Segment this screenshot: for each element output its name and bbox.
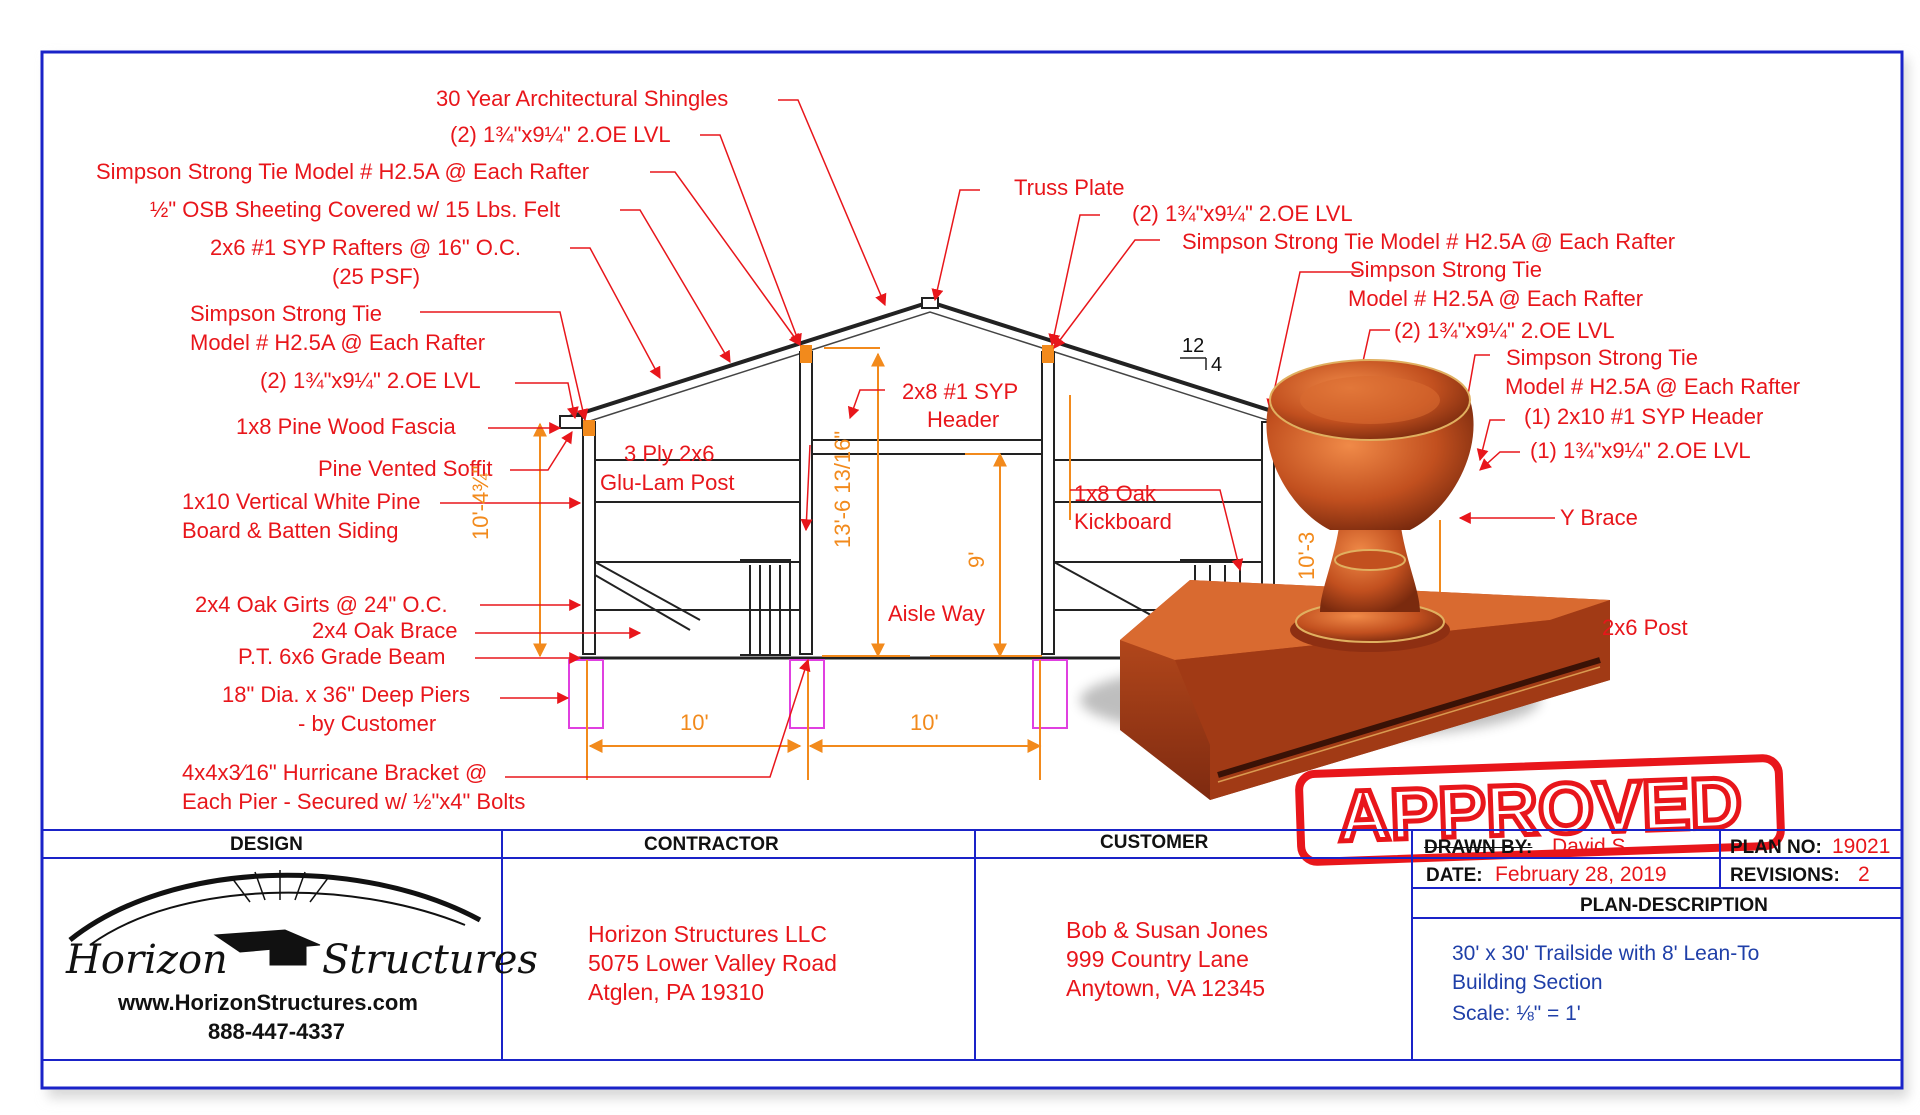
customer-header: CUSTOMER [1100,832,1209,853]
plan-no-label: PLAN NO: [1730,837,1822,858]
company-logo [68,870,482,966]
callout-right-simpson-3b: Model # H2.5A @ Each Rafter [1505,374,1801,399]
pitch-rise: 12 [1182,335,1205,357]
plan-no-value: 19021 [1832,835,1891,858]
roof-pitch-symbol [1180,357,1207,370]
callout-bracket-b: Each Pier - Secured w/ ½"x4" Bolts [182,789,526,814]
callout-right-lvl-1: (2) 1¾"x9¼" 2.OE LVL [1132,201,1353,226]
customer-line-2: 999 Country Lane [1066,946,1249,972]
lvl-headers [583,345,1054,436]
dim-center-height: 13'-6 13/16" [830,430,855,548]
date-label: DATE: [1426,865,1483,886]
company-website: www.HorizonStructures.com [118,990,418,1015]
callout-right-lvl-3: (1) 1¾"x9¼" 2.OE LVL [1530,438,1751,463]
callout-right-simpson-3a: Simpson Strong Tie [1506,345,1698,370]
callout-truss-plate: Truss Plate [1014,175,1125,200]
callout-oak-brace: 2x4 Oak Brace [312,618,458,643]
drawn-by-value: David S. [1552,835,1632,858]
callout-right-simpson-2a: Simpson Strong Tie [1350,257,1542,282]
callout-siding-b: Board & Batten Siding [182,518,399,543]
date-value: February 28, 2019 [1495,863,1667,886]
callout-right-simpson-1: Simpson Strong Tie Model # H2.5A @ Each … [1182,229,1676,254]
customer-line-1: Bob & Susan Jones [1066,917,1269,943]
callout-simpson-2a: Simpson Strong Tie [190,301,382,326]
callout-piers-b: - by Customer [298,711,437,736]
callout-header-b: Header [927,407,1000,432]
approved-stamp [1080,359,1610,800]
logo-word-structures: Structures [322,937,538,983]
contractor-line-3: Atglen, PA 19310 [588,979,765,1005]
design-header: DESIGN [230,834,303,855]
callout-aisle-way: Aisle Way [888,601,985,626]
approved-imprint: APPROVED [1295,754,1785,866]
dimension-lines [533,347,1441,780]
callout-simpson-1: Simpson Strong Tie Model # H2.5A @ Each … [96,159,590,184]
description-line-1: 30' x 30' Trailside with 8' Lean-To [1452,942,1760,965]
callout-grade-beam: P.T. 6x6 Grade Beam [238,644,446,669]
description-line-2: Building Section [1452,971,1603,994]
leader-lines [420,99,1555,778]
callout-rafters: 2x6 #1 SYP Rafters @ 16" O.C. [210,235,521,260]
plan-description-header: PLAN-DESCRIPTION [1580,895,1768,916]
callout-kickboard-a: 1x8 Oak [1074,481,1156,506]
callout-right-header: (1) 2x10 #1 SYP Header [1524,404,1764,429]
contractor-line-2: 5075 Lower Valley Road [588,950,837,976]
revisions-label: REVISIONS: [1730,865,1840,886]
callout-psf: (25 PSF) [332,264,421,289]
callout-shingles: 30 Year Architectural Shingles [436,86,729,111]
customer-line-3: Anytown, VA 12345 [1066,975,1266,1001]
drawn-by-label: DRAWN BY: [1424,837,1533,858]
callout-glulam-b: Glu-Lam Post [600,470,735,495]
callout-glulam-a: 3 Ply 2x6 [624,441,715,466]
callout-lvl-2: (2) 1¾"x9¼" 2.OE LVL [260,368,481,393]
callout-fascia: 1x8 Pine Wood Fascia [236,414,456,439]
callout-soffit: Pine Vented Soffit [318,456,493,481]
description-line-3: Scale: ⅛" = 1' [1452,1002,1581,1025]
sheet-border [40,50,1904,1090]
callout-bracket-a: 4x4x3⁄16" Hurricane Bracket @ [182,760,488,785]
callout-lvl-1: (2) 1¾"x9¼" 2.OE LVL [450,122,671,147]
callout-simpson-2b: Model # H2.5A @ Each Rafter [190,330,486,355]
callout-siding-a: 1x10 Vertical White Pine [182,489,421,514]
stamp-text: APPROVED [1337,763,1744,857]
dim-bay-left: 10' [680,710,709,735]
logo-word-horizon: Horizon [66,937,228,983]
callout-2x6-post: 2x6 Post [1602,615,1688,640]
revisions-value: 2 [1858,863,1870,886]
dim-bay-center: 10' [910,710,939,735]
company-phone: 888-447-4337 [208,1019,346,1044]
callout-header-a: 2x8 #1 SYP [902,379,1019,404]
dim-aisle-height: 9' [964,551,989,568]
callout-right-simpson-2b: Model # H2.5A @ Each Rafter [1348,286,1644,311]
dim-eave-height: 10'-4¾" [468,465,493,540]
dim-right-height: 10'-3 [1294,531,1319,580]
pitch-run: 4 [1211,354,1223,376]
contractor-line-1: Horizon Structures LLC [588,921,828,947]
contractor-header: CONTRACTOR [644,834,779,855]
callout-girts: 2x4 Oak Girts @ 24" O.C. [195,592,448,617]
callout-y-brace: Y Brace [1560,505,1638,530]
callout-kickboard-b: Kickboard [1074,509,1172,534]
callout-osb: ½" OSB Sheeting Covered w/ 15 Lbs. Felt [150,197,561,222]
callout-piers-a: 18" Dia. x 36" Deep Piers [222,682,470,707]
callout-right-lvl-2: (2) 1¾"x9¼" 2.OE LVL [1394,318,1615,343]
title-block-grid [42,829,1902,1061]
